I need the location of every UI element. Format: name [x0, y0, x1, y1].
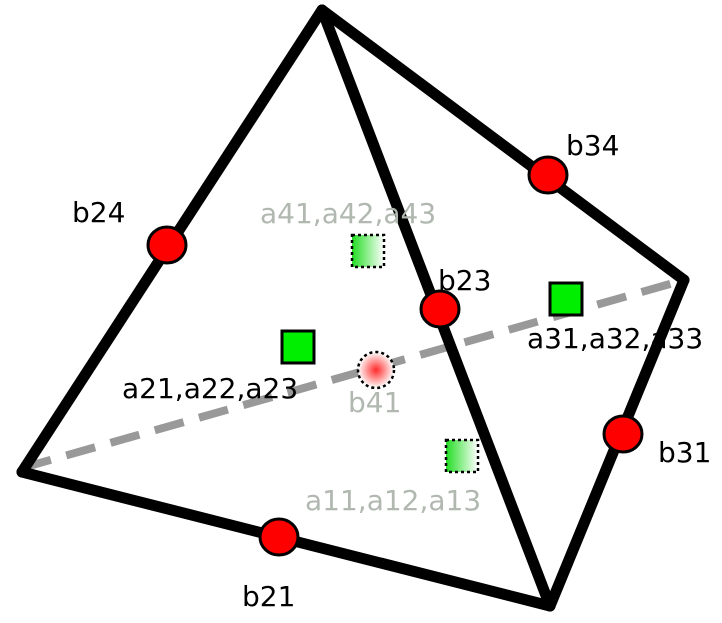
- face-marker-a21: [280, 329, 316, 365]
- label-b41: b41: [348, 386, 401, 419]
- label-a21-a22-a23: a21,a22,a23: [122, 372, 298, 405]
- edge-node-b23: [419, 289, 461, 329]
- edge-node-b31: [602, 414, 644, 454]
- label-b34: b34: [566, 129, 619, 162]
- label-a41-a42-a43: a41,a42,a43: [260, 197, 436, 230]
- label-a11-a12-a13: a11,a12,a13: [305, 484, 481, 517]
- label-b31: b31: [658, 436, 711, 469]
- edge-node-b21: [258, 517, 300, 557]
- label-b21: b21: [242, 580, 295, 613]
- label-a31-a32-a33: a31,a32,a33: [527, 322, 703, 355]
- face-marker-a31: [548, 281, 584, 317]
- edge-node-b34: [527, 155, 569, 195]
- edge-node-b24: [146, 225, 188, 265]
- edge-top-right: [316, 4, 690, 286]
- face-marker-a11: [444, 438, 480, 474]
- edge-node-b41: [356, 350, 396, 390]
- label-b24: b24: [72, 196, 125, 229]
- label-b23: b23: [438, 264, 491, 297]
- face-marker-a41: [350, 233, 386, 269]
